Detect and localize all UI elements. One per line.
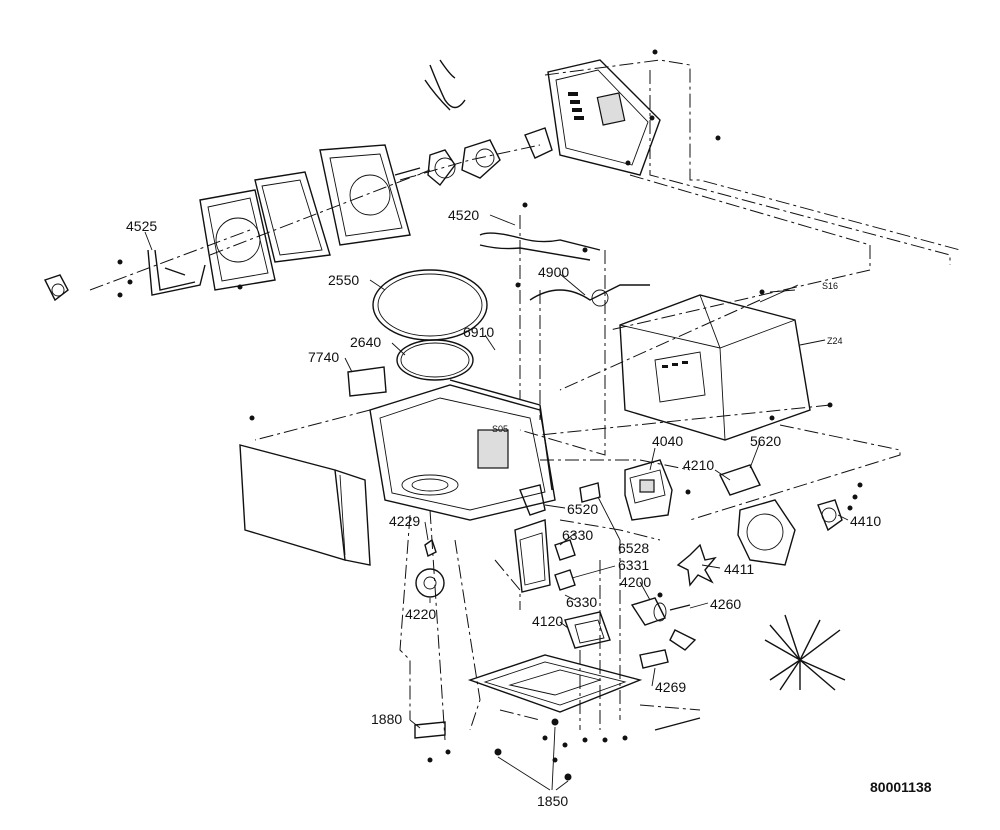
label-z24: Z24 xyxy=(827,336,843,346)
label-4411: 4411 xyxy=(724,561,754,577)
label-4220: 4220 xyxy=(405,606,436,622)
diode-4260 xyxy=(669,604,697,651)
wire-bundle-right xyxy=(764,614,846,691)
label-4269: 4269 xyxy=(655,679,686,695)
wire-harness-top xyxy=(424,59,466,111)
label-6331: 6331 xyxy=(618,557,649,573)
rod xyxy=(654,717,701,731)
label-6520: 6520 xyxy=(567,501,598,517)
label-4520: 4520 xyxy=(448,207,479,223)
leader-lines xyxy=(144,214,849,791)
label-2550: 2550 xyxy=(328,272,359,288)
part-4269 xyxy=(639,649,669,669)
label-6330-upper: 6330 xyxy=(562,527,593,543)
label-6330-lower: 6330 xyxy=(566,594,597,610)
outer-case xyxy=(619,294,811,441)
label-1880: 1880 xyxy=(371,711,402,727)
transformer-4040 xyxy=(624,459,673,521)
roller-ring-2640 xyxy=(396,339,474,381)
heater-element-4525 xyxy=(44,249,206,302)
heater-element-4520 xyxy=(479,232,601,261)
power-cord-4900 xyxy=(529,284,650,307)
label-6910: 6910 xyxy=(463,324,494,340)
oven-cavity xyxy=(369,379,556,521)
label-4900: 4900 xyxy=(538,264,569,280)
magnetron-4120 xyxy=(564,611,611,649)
label-2640: 2640 xyxy=(350,334,381,350)
oven-door xyxy=(239,444,371,566)
drawing-number: 80001138 xyxy=(870,779,932,795)
label-4210: 4210 xyxy=(683,457,714,473)
label-4120: 4120 xyxy=(532,613,563,629)
back-panel xyxy=(547,59,661,176)
label-1850: 1850 xyxy=(537,793,568,809)
label-6528: 6528 xyxy=(618,540,649,556)
foot-1880 xyxy=(414,721,446,739)
label-4525: 4525 xyxy=(126,218,157,234)
label-4410: 4410 xyxy=(850,513,881,529)
base-plate xyxy=(467,654,643,713)
label-5620: 5620 xyxy=(750,433,781,449)
label-s16: S16 xyxy=(822,281,838,291)
control-assembly xyxy=(514,484,576,593)
gasket-frames xyxy=(199,144,411,291)
label-s05: S05 xyxy=(492,424,508,434)
fan-blade-4411 xyxy=(676,543,717,587)
cover-plate-7740 xyxy=(347,366,387,397)
label-4040: 4040 xyxy=(652,433,683,449)
label-7740: 7740 xyxy=(308,349,339,365)
fan-motor-assembly xyxy=(394,127,553,187)
label-4260: 4260 xyxy=(710,596,741,612)
part-labels: 4525 4520 2550 4900 6910 2640 7740 4040 … xyxy=(126,207,932,809)
label-4200: 4200 xyxy=(620,574,651,590)
turntable-motor-4220 xyxy=(415,538,445,598)
fan-housing-4410 xyxy=(737,499,843,566)
label-4229: 4229 xyxy=(389,513,420,529)
assembly-guide-lines xyxy=(89,59,961,741)
bracket-4210 xyxy=(719,464,761,496)
plate-6528 xyxy=(579,482,601,503)
capacitor-4200 xyxy=(630,597,667,626)
screws xyxy=(117,49,863,781)
